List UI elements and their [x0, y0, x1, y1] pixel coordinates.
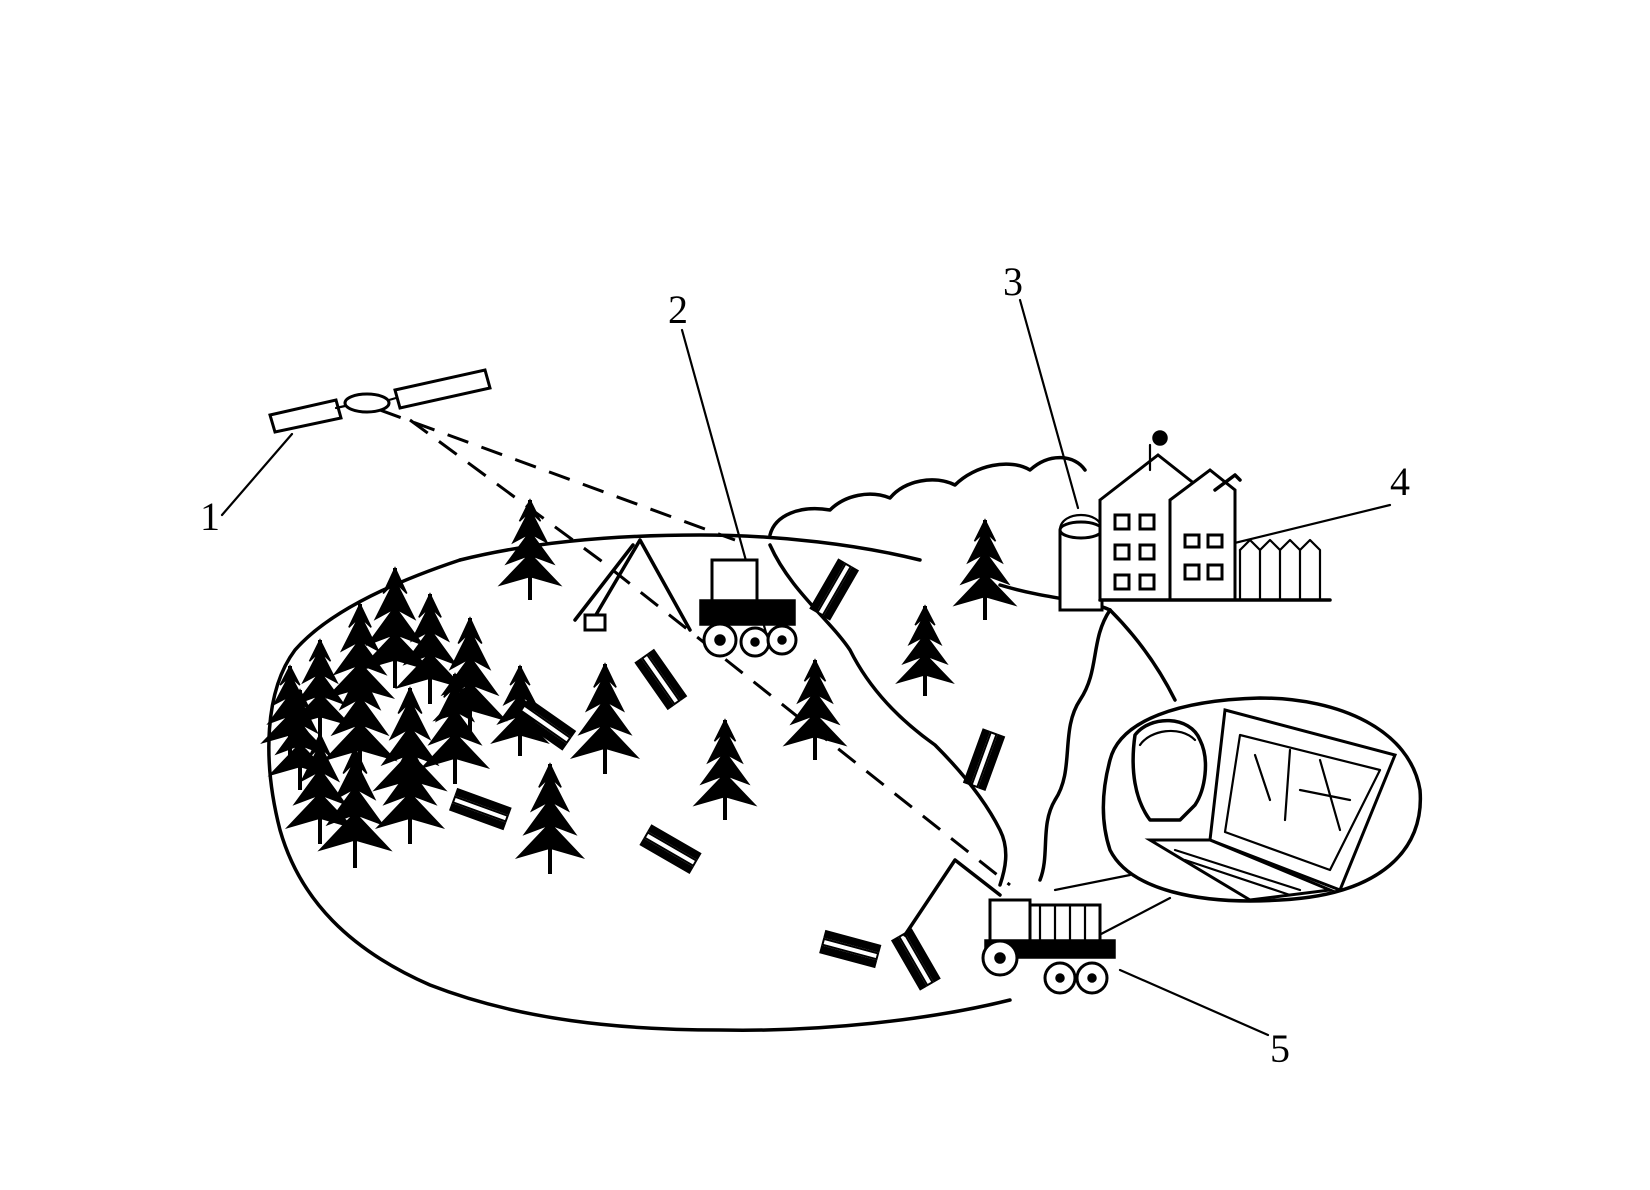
conifer-tree-icon — [260, 664, 320, 756]
label-5: 5 — [1270, 1026, 1290, 1071]
conifer-tree-icon — [514, 762, 586, 874]
conifer-tree-icon — [287, 638, 353, 740]
log-pile-icon — [639, 824, 702, 875]
conifer-tree-icon — [497, 498, 563, 600]
diagram-labels: 1 2 3 4 5 — [200, 259, 1410, 1071]
forest-trees — [260, 498, 1018, 874]
harvester-icon — [573, 538, 798, 658]
farm-building-icon — [1098, 430, 1332, 602]
label-3: 3 — [1003, 259, 1023, 304]
label-leader-lines — [220, 298, 1392, 1037]
conifer-tree-icon — [895, 604, 955, 696]
label-4: 4 — [1390, 459, 1410, 504]
conifer-tree-icon — [374, 732, 446, 844]
conifer-tree-icon — [782, 658, 848, 760]
conifer-tree-icon — [952, 518, 1018, 620]
conifer-tree-icon — [692, 718, 758, 820]
log-pile-icon — [634, 648, 688, 711]
operator-computer-callout — [1053, 696, 1423, 947]
satellite-signal-lines — [379, 408, 1011, 887]
silo-icon — [1058, 513, 1104, 612]
conifer-tree-icon — [569, 662, 641, 774]
label-2: 2 — [668, 287, 688, 332]
log-pile-icon — [819, 929, 882, 969]
log-pile-icon — [514, 697, 577, 751]
log-pile-icon — [809, 558, 860, 621]
conifer-tree-icon — [419, 672, 491, 784]
conifer-tree-icon — [394, 592, 466, 704]
log-pile-icon — [962, 728, 1006, 792]
forwarder-icon — [903, 858, 1116, 995]
conifer-tree-icon — [284, 732, 356, 844]
log-pile-icon — [890, 928, 941, 991]
label-1: 1 — [200, 494, 220, 539]
log-piles — [448, 558, 1006, 991]
conifer-tree-icon — [357, 566, 433, 688]
log-pile-icon — [448, 787, 512, 831]
satellite-icon — [268, 368, 492, 434]
conifer-tree-icon — [317, 746, 393, 868]
